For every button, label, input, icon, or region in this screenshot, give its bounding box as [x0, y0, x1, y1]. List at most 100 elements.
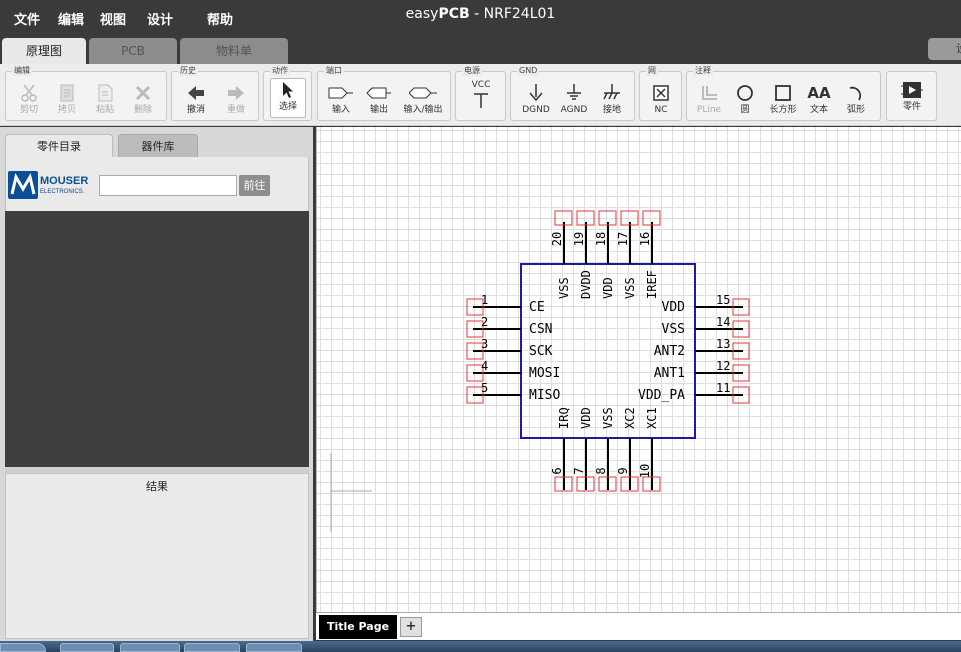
net-group-label: 网 [646, 66, 658, 76]
pin-number: 12 [716, 359, 730, 373]
polyline-button[interactable]: PLine [691, 82, 727, 120]
select-tool-button[interactable]: 选择 [270, 78, 306, 118]
pin-box [732, 364, 750, 382]
results-pane: 结果 [5, 473, 309, 639]
pin-box [620, 476, 639, 492]
pin-box [466, 342, 484, 360]
pin-name: DVDD [579, 270, 593, 299]
menu-help[interactable]: 帮助 [207, 13, 234, 28]
pin-number: 19 [572, 232, 586, 246]
origin-crosshair [330, 453, 372, 532]
pin-name: CSN [529, 322, 552, 337]
app-title: easyPCB - NRF24L01 [405, 6, 556, 22]
parts-search-input[interactable] [99, 175, 237, 196]
pin-box [466, 298, 484, 316]
tab-schematic[interactable]: 原理图 [2, 38, 86, 64]
pin-number: 20 [550, 232, 564, 246]
pin-number: 7 [572, 467, 586, 474]
page-tab-title-page[interactable]: Title Page [319, 615, 397, 639]
start-button[interactable] [0, 643, 46, 652]
pin-name: MOSI [529, 366, 560, 381]
pin-name: CE [529, 300, 545, 315]
cut-button[interactable]: 剪切 [12, 82, 46, 120]
power-group-label: 电源 [462, 66, 482, 76]
gnd-group: GND DGND AGND 接地 [510, 66, 635, 121]
gnd-group-label: GND [517, 66, 540, 76]
earth-button[interactable]: 接地 [593, 82, 631, 120]
pin-name: SCK [529, 344, 553, 359]
history-group: 历史 撤消 重做 [171, 66, 259, 121]
rectangle-button[interactable]: 长方形 [765, 82, 801, 120]
annotation-group-label: 注释 [693, 66, 713, 76]
pin-box [642, 210, 661, 226]
action-group: 动作 选择 [263, 66, 312, 121]
pin-number: 17 [616, 232, 630, 246]
catalog-search-area: MOUSER ELECTRONICS. 前往 [5, 157, 309, 211]
pin-number: 13 [716, 337, 730, 351]
taskbar-app-1[interactable] [60, 643, 114, 652]
pin-box [554, 210, 573, 226]
undo-arrow-icon [178, 82, 214, 104]
redo-button[interactable]: 重做 [218, 82, 254, 120]
copy-icon [50, 82, 84, 104]
os-taskbar [0, 641, 961, 652]
panel-splitter[interactable] [5, 467, 309, 473]
tab-pcb[interactable]: PCB [89, 38, 177, 64]
paste-button[interactable]: 粘贴 [88, 82, 122, 120]
agnd-symbol-icon [555, 82, 593, 104]
vcc-button[interactable]: VCC [463, 80, 499, 118]
circle-icon [729, 82, 761, 104]
menu-file[interactable]: 文件 [14, 13, 41, 28]
add-page-button[interactable]: + [400, 617, 422, 637]
pin-name: XC2 [623, 407, 637, 429]
tab-library[interactable]: 器件库 [118, 134, 198, 158]
agnd-button[interactable]: AGND [555, 82, 593, 120]
pin-name: VDD [601, 277, 615, 299]
dgnd-button[interactable]: DGND [517, 82, 555, 120]
bidir-port-button[interactable]: 输入/输出 [400, 82, 446, 120]
scissors-icon [12, 82, 46, 104]
dgnd-symbol-icon [517, 82, 555, 104]
undo-button[interactable]: 撤消 [178, 82, 214, 120]
text-icon: AA [807, 84, 831, 102]
left-panel: 零件目录 器件库 MOUSER ELECTRONICS. 前往 结果 [0, 127, 313, 643]
part-group: 零件 [886, 71, 937, 121]
input-port-icon [324, 82, 358, 104]
tab-bom[interactable]: 物料单 [180, 38, 288, 64]
search-go-button[interactable]: 前往 [239, 175, 270, 196]
pin-box [598, 210, 617, 226]
taskbar-app-3[interactable] [184, 643, 240, 652]
delete-button[interactable]: 删除 [126, 82, 160, 120]
tab-parts-catalog[interactable]: 零件目录 [5, 134, 113, 158]
arc-button[interactable]: 弧形 [839, 82, 873, 120]
circle-button[interactable]: 圆 [729, 82, 761, 120]
text-button[interactable]: AA 文本 [803, 82, 835, 120]
edit-group: 编辑 剪切 拷贝 粘贴 删除 [5, 66, 167, 121]
pin-name: VDD [579, 407, 593, 429]
tab-settings[interactable]: 设 [928, 38, 961, 60]
port-group-label: 端口 [324, 66, 344, 76]
pin-box [732, 320, 750, 338]
menu-edit[interactable]: 编辑 [58, 13, 85, 28]
pin-box [732, 386, 750, 404]
pin-name: XC1 [645, 407, 659, 429]
history-group-label: 历史 [178, 66, 198, 76]
rectangle-icon [765, 82, 801, 104]
catalog-results-list [5, 211, 309, 467]
part-button[interactable]: 零件 [893, 79, 931, 117]
copy-button[interactable]: 拷贝 [50, 82, 84, 120]
menu-design[interactable]: 设计 [147, 13, 174, 28]
taskbar-app-2[interactable] [120, 643, 180, 652]
pin-number: 2 [481, 315, 488, 329]
pin-number: 1 [481, 293, 488, 307]
taskbar-app-4[interactable] [246, 643, 302, 652]
no-connect-button[interactable]: NC [644, 82, 678, 120]
annotation-group: 注释 PLine 圆 长方形 AA 文本 弧形 [686, 66, 881, 121]
pin-box [642, 476, 661, 492]
mouser-logo: MOUSER ELECTRONICS. [8, 171, 94, 201]
input-port-button[interactable]: 输入 [324, 82, 358, 120]
menu-view[interactable]: 视图 [100, 13, 127, 28]
output-port-button[interactable]: 输出 [362, 82, 396, 120]
